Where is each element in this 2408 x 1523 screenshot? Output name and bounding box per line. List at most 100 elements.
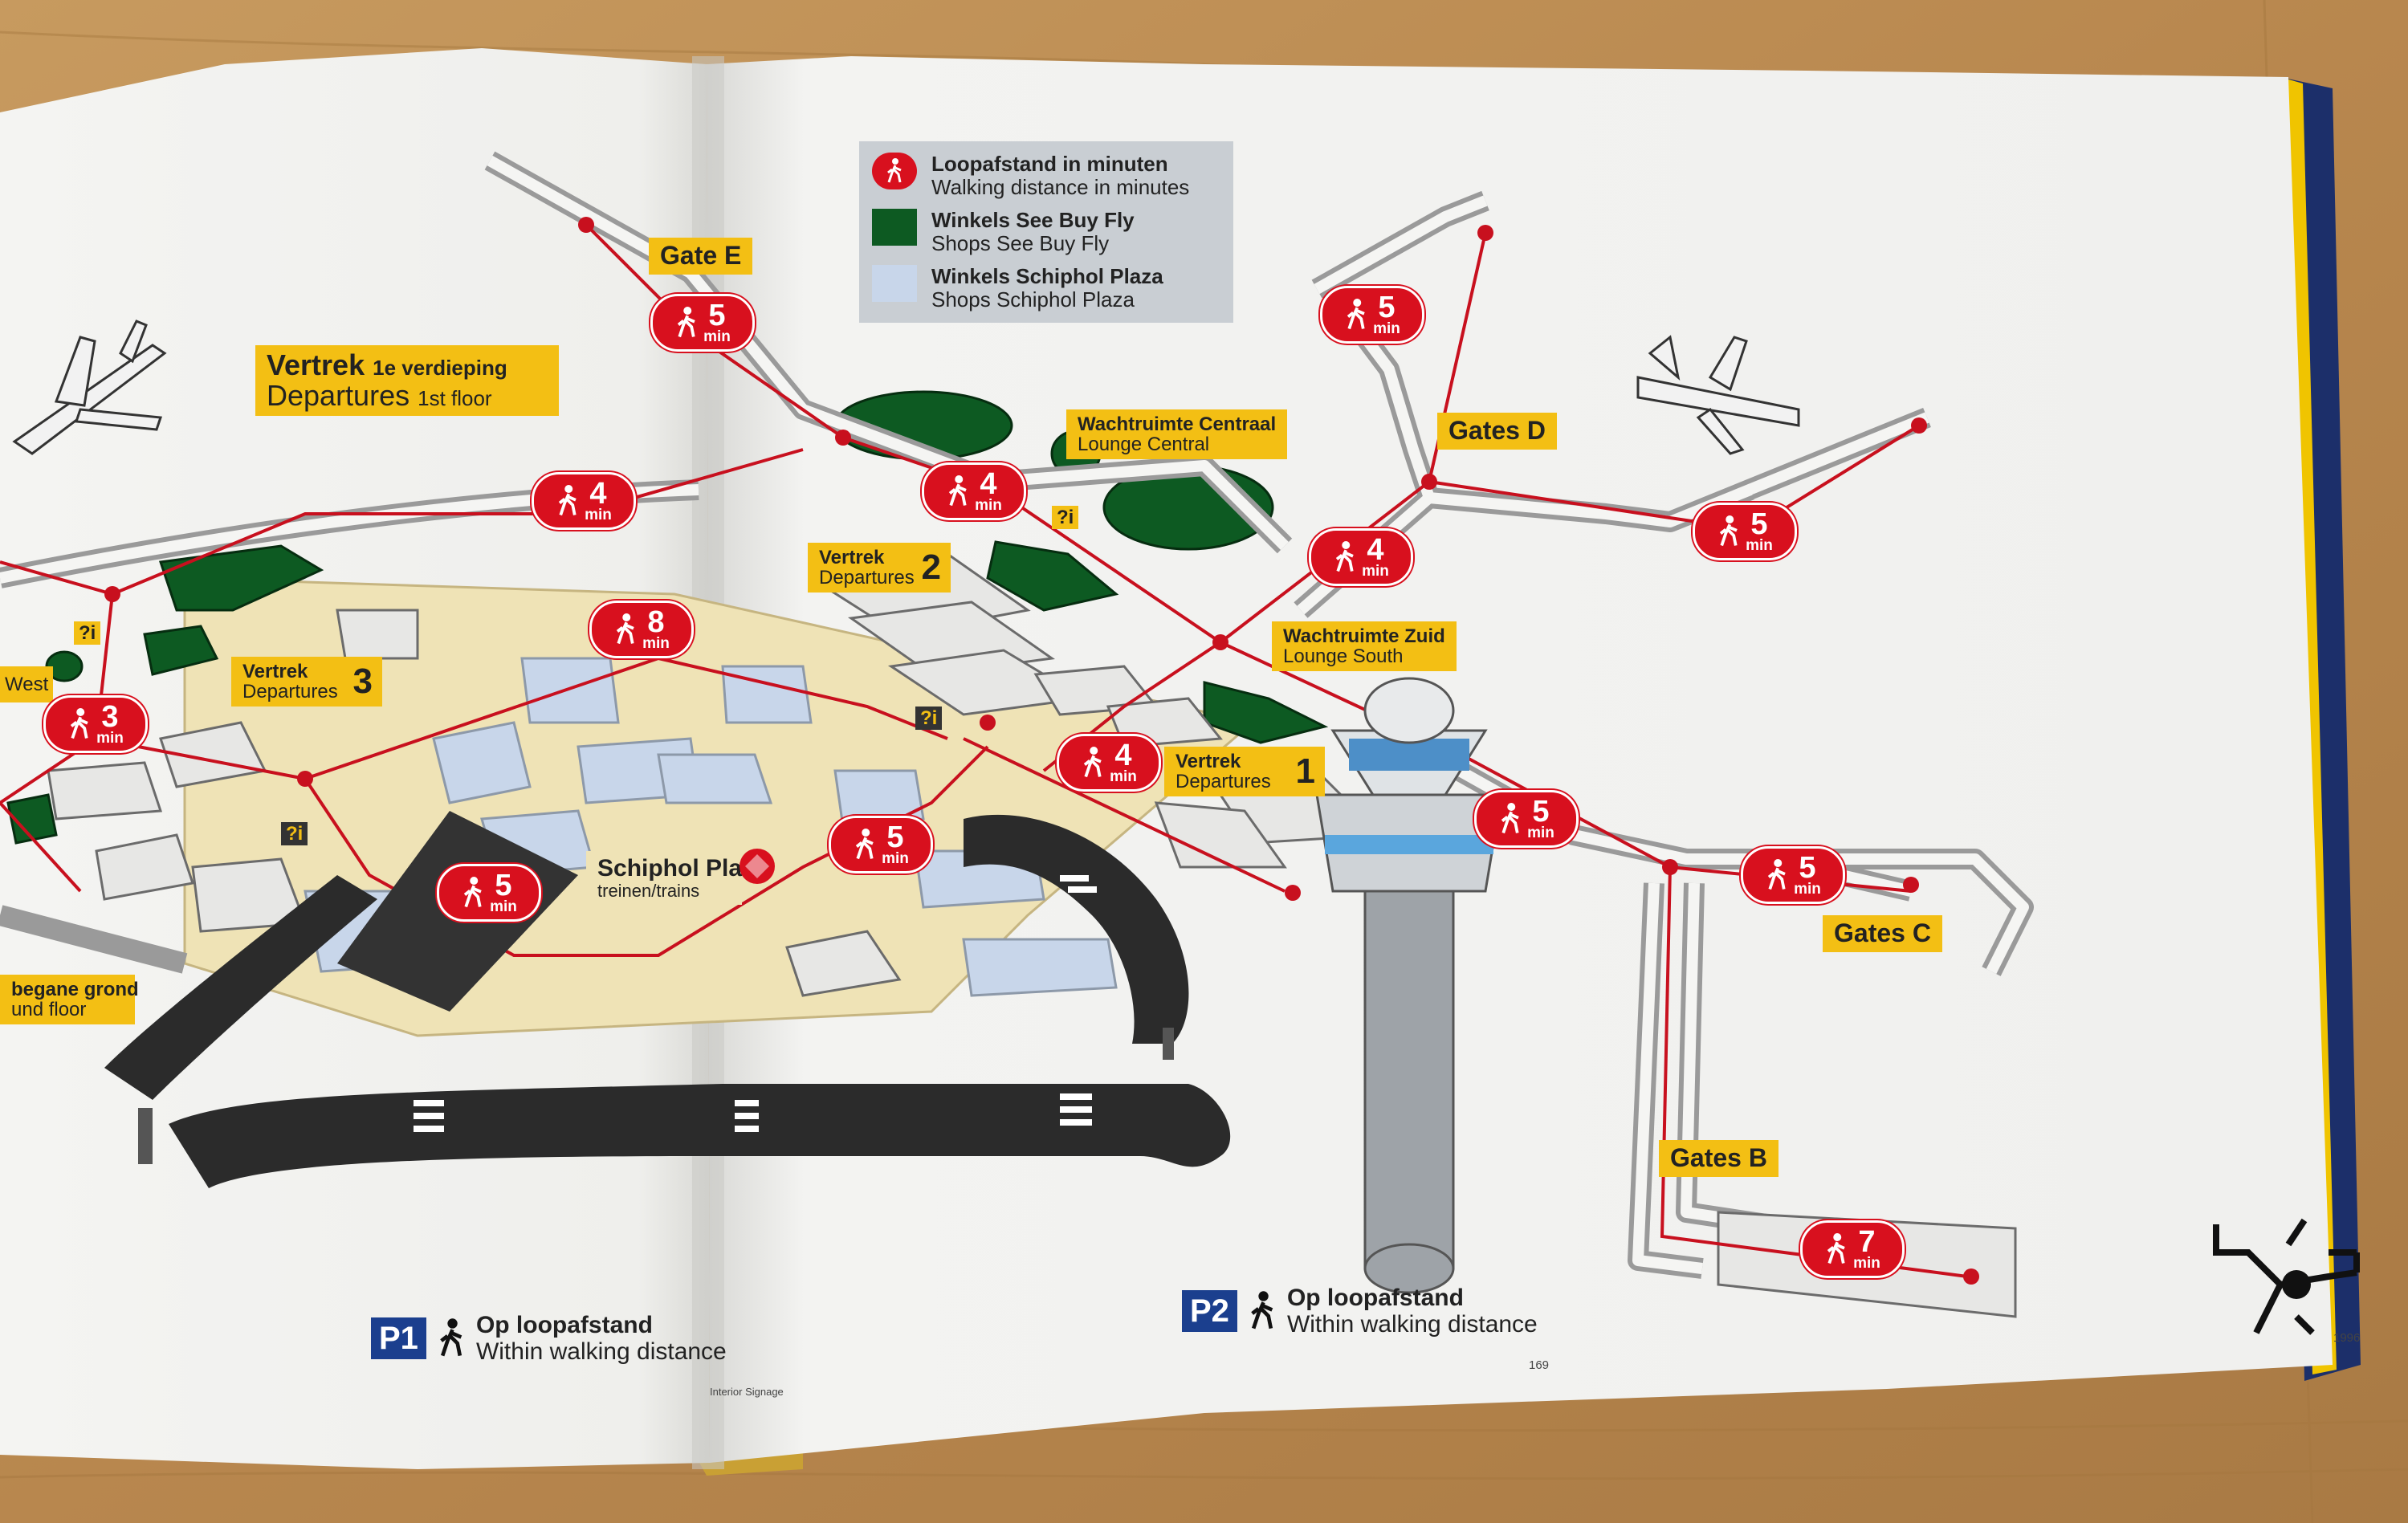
walk-minutes: 5 [1532,795,1550,829]
lounge-central-sign: Wachtruimte Centraal Lounge Central [1066,409,1288,460]
p1-badge: P1 [371,1317,426,1359]
vertrek-1-number: 1 [1295,751,1315,792]
walk-unit: min [585,506,612,523]
legend-plaza-en: Shops Schiphol Plaza [931,287,1135,312]
walk-minutes: 5 [1799,851,1816,886]
walk-unit: min [1746,536,1773,554]
walk-unit: min [1853,1254,1880,1272]
p2-badge: P2 [1182,1290,1237,1332]
walk-minutes: 7 [1858,1225,1876,1260]
vertrek-1-en: Departures [1175,771,1271,793]
west-sign: West [0,666,54,703]
gates-b-sign: Gates B [1659,1140,1778,1177]
info-sign-4: ?i [74,621,101,645]
walk-minutes: 5 [1750,507,1768,542]
control-tower [1315,677,1503,1294]
walk-unit: min [642,634,670,652]
walk-unit: min [703,328,731,345]
departures-2-sign: Vertrek Departures 2 [808,543,951,593]
walk-minutes: 8 [647,605,665,640]
lounge-south-en: Lounge South [1283,645,1404,668]
info-sign-3: ?i [281,822,308,846]
lounge-south-nl: Wachtruimte Zuid [1283,625,1445,647]
footer-year: 1996 [2333,1331,2361,1345]
gates-d-sign: Gates D [1437,413,1557,450]
departures-text: Departures [267,378,410,412]
gates-c-sign: Gates C [1823,915,1942,952]
walking-person-icon [1501,803,1519,834]
walk-minutes: 4 [1114,739,1132,773]
lounge-south-sign: Wachtruimte Zuid Lounge South [1272,621,1457,672]
ns-train-logo-icon [740,849,775,884]
legend-walking-en: Walking distance in minutes [931,174,1190,199]
footer-page-number: 169 [1529,1358,1550,1372]
plaza-nl: Schiphol Plaza [597,855,768,882]
departures-3-sign: Vertrek Departures 3 [231,657,382,707]
walk-unit: min [1362,562,1389,580]
walking-distance-swatch [872,153,917,189]
walking-person-icon [1251,1291,1273,1330]
plaza-en: treinen/trains [597,880,700,901]
info-sign-2: ?i [915,707,943,731]
schiphol-plaza-sign: Schiphol Plaza treinen/trains [586,851,768,905]
walk-unit: min [975,496,1002,514]
departures-1-sign: Vertrek Departures 1 [1164,747,1325,797]
walk-unit: min [490,898,517,915]
departures-sub-text: 1st floor [418,385,492,410]
walking-person-icon [948,475,967,507]
lounge-central-nl: Wachtruimte Centraal [1078,413,1277,435]
footer-section-title: Interior Signage [710,1386,784,1398]
vertrek-2-en: Departures [819,567,915,589]
p1-nl: Op loopafstand [475,1312,653,1338]
legend-walking-nl: Loopafstand in minuten [931,152,1168,176]
ground-floor-sign: begane grond und floor [0,975,139,1025]
walking-person-icon [440,1318,462,1357]
walk-minutes: 3 [101,700,119,735]
walk-minutes: 4 [1367,533,1384,568]
walk-minutes: 4 [980,467,997,502]
walk-minutes: 4 [589,477,607,511]
walking-person-icon [1827,1233,1845,1264]
airplane-left-icon [12,320,167,455]
walking-person-icon [616,613,634,645]
walking-person-icon [1335,541,1354,572]
vertrek-sub-text: 1e verdieping [373,356,507,380]
departures-first-floor-sign: Vertrek 1e verdieping Departures 1st flo… [255,345,559,416]
terminal-pictogram [2213,1218,2360,1335]
vertrek-text: Vertrek [267,348,365,381]
gate-e-sign: Gate E [649,238,753,275]
walk-minutes: 5 [1378,291,1395,325]
shops-plaza-swatch [872,265,917,302]
legend-shops-en: Shops See Buy Fly [931,230,1110,255]
walk-unit: min [1527,824,1554,841]
legend-shops-nl: Winkels See Buy Fly [931,208,1135,232]
walk-unit: min [1794,880,1821,898]
walk-unit: min [1110,768,1137,785]
p2-nl: Op loopafstand [1286,1285,1464,1311]
walking-person-icon [463,877,482,908]
walk-minutes: 5 [886,821,904,855]
walking-person-icon [1347,299,1365,330]
walk-unit: min [1373,320,1400,337]
vertrek-3-number: 3 [352,662,373,702]
ground-floor-en: und floor [11,999,87,1021]
walking-person-icon [70,708,88,739]
p2-en: Within walking distance [1286,1311,1538,1338]
walk-unit: min [96,729,124,747]
vertrek-2-nl: Vertrek [819,547,885,568]
walk-minutes: 5 [495,869,512,903]
walking-person-icon [1767,859,1786,890]
shops-green-swatch [872,209,917,246]
vertrek-2-number: 2 [921,548,941,588]
